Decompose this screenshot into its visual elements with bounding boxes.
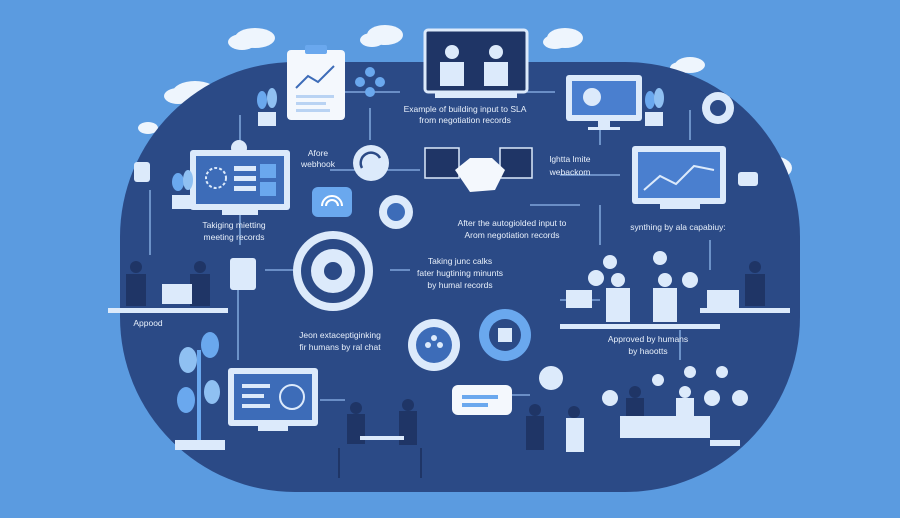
label-left-top-2: webhook: [300, 159, 336, 169]
gear-icon: [293, 231, 373, 311]
plant-icon: [645, 88, 664, 126]
plant-icon: [172, 170, 193, 209]
label-left-low-1: Appood: [133, 318, 163, 328]
cloud-icon: [360, 25, 403, 47]
cloud-icon: [543, 28, 583, 49]
dollar-icon: [588, 251, 698, 288]
label-right-low-2: by haootts: [628, 346, 667, 356]
label-center-low-3: by humal records: [427, 280, 492, 290]
label-bottom-left-1: Jeon extaceptiginking: [299, 330, 381, 340]
link-icon: [539, 366, 563, 390]
label-center-low-2: fater hugtining minunts: [417, 268, 503, 278]
cloud-icon: [138, 122, 158, 134]
meeting-people-left: [108, 261, 228, 313]
label-right-low-1: Approved by humans: [608, 334, 688, 344]
chat-bubble-icon: [452, 385, 512, 415]
label-right-top-2: webackom: [549, 167, 591, 177]
tree-icon: [175, 332, 225, 450]
target-icon: [702, 92, 734, 124]
info-badge-icon: [134, 140, 247, 182]
chat-bubble-icon: [738, 172, 758, 186]
label-right-top-1: lghtta lmite: [549, 154, 590, 164]
label-right-mid-1: synthing by ala capabiuy:: [630, 222, 725, 232]
network-icon: [355, 67, 385, 97]
label-bottom-left-2: fir humans by ral chat: [299, 342, 381, 352]
monitor-icon: [566, 75, 642, 130]
clipboard-icon: [287, 45, 345, 120]
chip-icon: [479, 309, 531, 361]
gear-icon: [379, 195, 413, 229]
dashboard-monitor-icon: [190, 150, 290, 215]
clipboard-icon: [230, 258, 256, 290]
label-left-top-1: Afore: [308, 148, 329, 158]
gear-icon: [408, 319, 460, 371]
label-top-center-1: Example of building input to SLA: [404, 104, 527, 114]
target-monitor-icon: [228, 368, 318, 431]
label-center-2: Arom negotiation records: [465, 230, 560, 240]
label-top-center-2: from negotiation records: [419, 115, 511, 125]
people-discussion: [526, 404, 584, 452]
plant-icon: [257, 88, 277, 126]
chart-monitor-icon: [632, 146, 726, 209]
mail-icon: [566, 290, 592, 308]
handshake-icon: [424, 147, 533, 192]
meeting-people-bottom-right: [602, 366, 748, 446]
refresh-icon: [353, 145, 389, 181]
label-center-1: After the autogiolded input to: [458, 218, 567, 228]
label-left-mid-2: meeting records: [204, 232, 265, 242]
label-left-mid-1: Takiging mietting: [202, 220, 266, 230]
label-center-low-1: Taking junc calks: [428, 256, 492, 266]
table-meeting-bottom: [338, 399, 422, 478]
cloud-icon: [228, 28, 275, 50]
wifi-icon: [312, 187, 352, 217]
meeting-people-right: [560, 261, 790, 329]
video-call-icon: [423, 28, 529, 98]
